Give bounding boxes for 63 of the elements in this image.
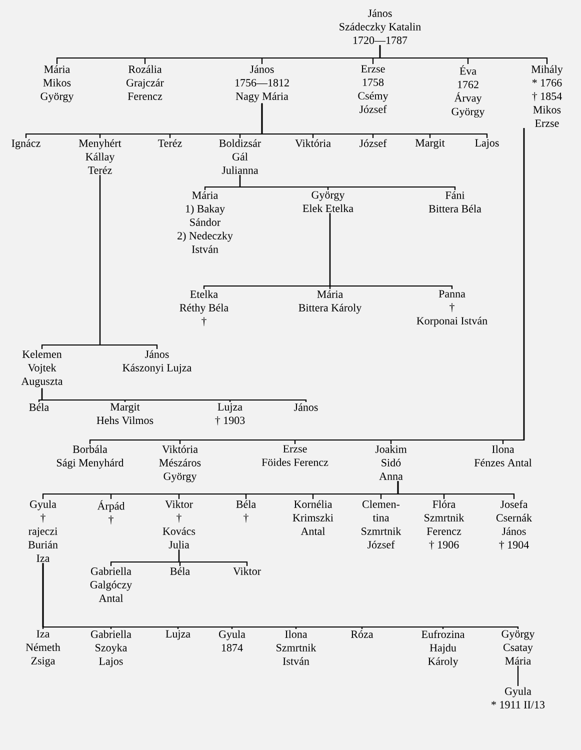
person-entry: János Szádeczky Katalin 1720—1787 xyxy=(340,9,421,44)
person-entry: Ilona Fénzes Antal xyxy=(474,445,532,466)
person-entry: Éva 1762 Árvay György xyxy=(452,65,485,118)
person-entry: Boldizsár Gál Julianna xyxy=(219,139,261,174)
person-entry: Margit xyxy=(415,139,445,149)
person-entry: Árpád † xyxy=(97,500,125,524)
person-entry: Clemen- tina Szmrtnik József xyxy=(362,500,402,548)
family-line xyxy=(397,481,515,499)
person-entry: Joakim Sidó Anna xyxy=(375,445,407,480)
person-entry: Mária Mikos György xyxy=(40,65,74,102)
person-entry: Béla xyxy=(170,567,190,575)
person-entry: Menyhért Kállay Teréz xyxy=(78,139,122,174)
family-line xyxy=(239,175,456,190)
person-entry: Mária 1) Bakay Sándor 2) Nedeczky István xyxy=(178,191,233,253)
person-entry: Margit Hehs Vilmos xyxy=(96,403,154,424)
person-entry: Viktor xyxy=(233,567,261,575)
person-entry: Béla xyxy=(29,403,49,411)
person-entry: Ignácz xyxy=(12,139,40,150)
person-entry: Flóra Szmrtnik Ferencz † 1906 xyxy=(424,500,464,550)
person-entry: Béla † xyxy=(236,500,256,523)
person-entry: Eufrozina Hajdu Károly xyxy=(422,630,465,668)
person-entry: Josefa Csernák János † 1904 xyxy=(496,500,532,550)
person-entry: Gyula * 1911 II/13 xyxy=(492,687,545,708)
person-entry: Fáni Bittera Béla xyxy=(428,191,482,212)
person-entry: Viktória Mészáros György xyxy=(159,445,201,482)
person-entry: Erzse Föides Ferencz xyxy=(262,445,328,466)
person-entry: Róza xyxy=(351,630,374,638)
family-line xyxy=(178,550,248,566)
person-entry: Mihály * 1766 † 1854 Mikos Erzse xyxy=(531,65,563,127)
person-entry: Kelemen Vojtek Auguszta xyxy=(21,350,63,388)
person-entry: Kornélia Krimszki Antal xyxy=(292,500,334,535)
person-entry: Gabriella Galgóczy Antal xyxy=(90,567,132,602)
person-entry: Teréz xyxy=(158,139,182,147)
person-entry: György Csatay Mária xyxy=(502,630,535,665)
family-line xyxy=(42,563,519,630)
person-entry: János xyxy=(294,403,318,411)
family-line xyxy=(517,666,519,686)
person-entry: Lujza xyxy=(166,630,190,640)
person-entry: Lajos xyxy=(475,139,499,149)
family-line xyxy=(41,388,307,402)
person-entry: János 1756—1812 Nagy Mária xyxy=(235,65,289,102)
person-entry: Iza Németh Zsiga xyxy=(26,630,60,667)
family-line xyxy=(329,213,453,289)
family-line xyxy=(99,175,158,349)
person-entry: Ilona Szmrtnik István xyxy=(276,630,316,665)
person-entry: Gyula † rajeczi Burián Iza xyxy=(28,500,58,562)
person-entry: Lujza † 1903 xyxy=(215,403,245,426)
person-entry: János Kászonyi Lujza xyxy=(122,350,192,374)
person-entry: Viktória xyxy=(295,139,331,148)
person-entry: József xyxy=(359,139,387,148)
person-entry: Gabriella Szoyka Lajos xyxy=(91,630,132,668)
person-entry: György Elek Etelka xyxy=(302,191,354,212)
person-entry: Borbála Sági Menyhárd xyxy=(56,445,124,469)
person-entry: Panna † Korponai István xyxy=(416,290,488,327)
person-entry: Etelka Réthy Béla † xyxy=(180,290,228,326)
family-line xyxy=(261,103,488,138)
person-entry: Viktor † Kovács Julia xyxy=(162,500,196,548)
person-entry: Gyula 1874 xyxy=(219,630,246,652)
family-line xyxy=(502,128,525,444)
person-entry: Mária Bittera Károly xyxy=(298,290,362,314)
family-line xyxy=(379,45,548,64)
person-entry: Erzse 1758 Csémy József xyxy=(358,65,388,114)
person-entry: Rozália Grajczár Ferencz xyxy=(126,65,164,100)
